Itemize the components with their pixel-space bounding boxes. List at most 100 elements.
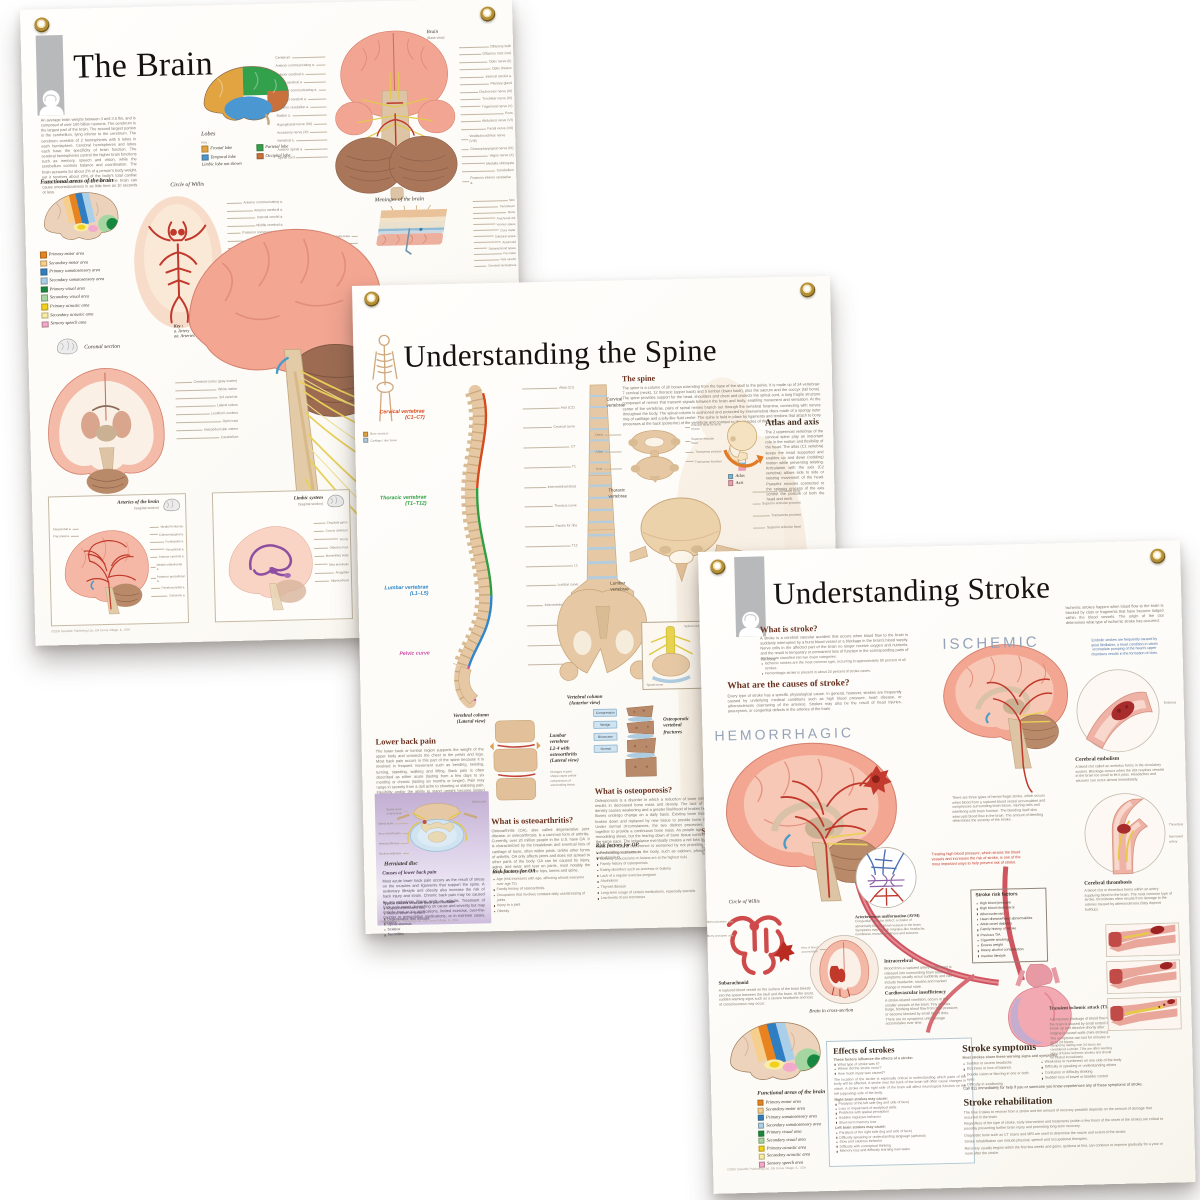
hemorrhagic-brain-illustration — [725, 742, 897, 902]
cardio-text: A stroke-related condition; occurs in th… — [884, 997, 959, 1026]
cross-section-pointer: Area of blood accumulation — [792, 945, 826, 954]
effects-right-list: Paralysis of the left side (leg and side… — [834, 1099, 967, 1125]
copyright: ©2005 Scientific Publishing Ltd., Elk Gr… — [727, 1165, 806, 1172]
fracture-type-chip: Compression — [592, 708, 618, 718]
anatomy-label: Pericallosal a. — [150, 547, 184, 552]
anatomy-label: Internal carotid a. — [227, 215, 283, 221]
grommet-icon — [480, 6, 496, 22]
anatomy-label: Dens — [595, 432, 622, 437]
osteo-fractures-label: Osteoporotic vertebral fractures — [663, 717, 690, 736]
meninges-illustration — [376, 204, 448, 255]
heart-illustration — [1008, 963, 1072, 1047]
anatomy-label: Trochlear nerve (IV) — [460, 96, 512, 102]
brain-icon — [44, 94, 57, 102]
ischemic-text: Ischem­ic strokes happen when blood flow… — [1065, 602, 1164, 626]
grommet-icon — [710, 559, 726, 575]
anatomy-label: Axis — [596, 466, 622, 471]
anatomy-label: Transverse process — [685, 450, 722, 455]
thoracic-label: Thoracic vertebrae (T1–T12) — [379, 494, 427, 508]
circle-of-willis-aneurysm-illustration — [726, 915, 795, 976]
key-item: Cartilage / disc tissue — [363, 437, 415, 444]
arteries-right-labels: Medial frontal aa.Callosomarginal a.Fron… — [149, 524, 186, 598]
anatomy-label: Superior articular facet — [685, 436, 721, 445]
thrombosis-text: A blood clot or thrombus forms within an… — [1084, 886, 1172, 912]
arteries-left-labels: Paracentral a. Precuneal a. — [53, 527, 79, 539]
anatomy-label: Transverse process — [752, 513, 801, 519]
anatomy-label: Abducens nerve (VI) — [460, 118, 513, 124]
osteoarthritis-title: What is osteoarthritis? — [491, 815, 574, 827]
limbic-box-title: Limbic system (Sagittal section) — [293, 495, 324, 507]
cross-section-caption: Brain in cross-section — [809, 1008, 854, 1015]
anatomy-label: Cerebellum — [462, 168, 514, 174]
arteries-box: Arteries of the brain (Sagittal section)… — [47, 493, 190, 627]
oa-caption-note: Changes in joint shape cause partial com… — [550, 769, 577, 787]
vertebral-column-lateral-illustration — [453, 384, 493, 709]
anatomy-label: Paracentral a. — [53, 527, 79, 532]
what-is-stroke-title: What is stroke? — [759, 623, 818, 635]
causes-title: What are the causes of stroke? — [727, 678, 850, 692]
lobe-key-item: Occipital lobe — [256, 152, 312, 160]
osteoarthritis-text: Osteoarthritis (OA), also called degener… — [491, 826, 591, 875]
lobe-key-item: Parietal lobe — [256, 143, 311, 151]
artery-stage-1-illustration — [1105, 922, 1180, 958]
thrombus-label: Thrombus — [1168, 822, 1184, 827]
embolism-title: Cerebral embolism — [1075, 755, 1120, 763]
arteries-sagittal-illustration — [64, 530, 149, 615]
anatomy-label: Pituitary gland — [459, 81, 512, 87]
ischemic-brain-illustration — [943, 644, 1069, 793]
lobes-title: Lobes — [201, 131, 216, 138]
effects-of-strokes-box: Effects of strokes These factors influen… — [825, 1037, 976, 1167]
stroke-categories: Ischemic strokes are the most common typ… — [761, 658, 909, 677]
risk-item: Inactive lifestyle — [977, 952, 1043, 959]
anatomy-label: Frontopolar a. — [150, 539, 184, 544]
anatomy-label: Spinal cord — [471, 799, 486, 804]
cerebral-embolism-illustration — [1076, 669, 1160, 753]
lumbar-label: Lumbar vertebrae (L1–L5) — [384, 584, 429, 598]
limbic-illustration — [228, 526, 313, 611]
spinal-cord-inset: Spinal cord Spinal nerve — [641, 620, 703, 691]
anatomy-label: Corpus callosum — [313, 528, 348, 533]
anatomy-label: Mammillary body — [314, 554, 348, 559]
artery-stage-2-illustration — [1106, 959, 1181, 995]
hemorrhagic-label: HEMORRHAGIC — [714, 724, 855, 744]
anatomy-label: Spinal nerve — [646, 682, 664, 687]
anatomy-label: Optic nerve (II) — [459, 59, 511, 65]
anatomy-label: Articular facet for dens of axis — [685, 422, 721, 431]
arteries-box-title: Arteries of the brain (Sagittal section) — [117, 499, 160, 511]
anatomy-label: Vertebral body — [752, 489, 800, 495]
poster-title: Understanding Stroke — [772, 569, 1051, 612]
anatomy-label: Anterior cerebral a. — [226, 207, 283, 213]
skeleton-icon — [372, 334, 398, 422]
effects-questions: What type of stroke was it?Where did the… — [834, 1059, 966, 1076]
anatomy-label: Burst aneurysm — [707, 919, 734, 924]
anatomy-label: Posterior inferior cerebellar a. — [462, 175, 514, 186]
brain-icon — [744, 613, 757, 622]
grommet-icon — [34, 17, 50, 33]
key-item: Bone structure — [363, 431, 415, 437]
symptom-item: Sudden loss of bowel or bladder control — [1041, 1074, 1133, 1081]
anatomy-label: Superior articular facet — [753, 524, 801, 530]
lower-back-pain-title: Lower back pain — [375, 736, 436, 747]
anatomy-label: Parietooccipital a. — [151, 586, 185, 591]
anatomy-label: Stria terminalis — [314, 562, 349, 567]
skull-rotation-illustration — [723, 420, 764, 471]
atlas-axis-title: Atlas and axis — [764, 416, 820, 428]
publisher-logo — [35, 34, 65, 116]
circle-of-willis-label: Circle of Willis — [728, 898, 760, 906]
narrowed-artery-label: Narrowed artery — [1169, 834, 1183, 844]
anatomy-label: Amygdala — [314, 570, 349, 575]
anatomy-label: Precuneal a. — [53, 534, 79, 539]
functional-areas-brain-illustration — [43, 191, 119, 241]
anatomy-label: Olfactory tract — [314, 545, 348, 550]
spinal-cord-illustration — [648, 626, 693, 684]
grommet-icon — [364, 291, 380, 307]
tia-text: A temporary blockage of blood flow to th… — [1049, 1016, 1113, 1045]
symptoms-col2: Weakness or numbness on one side of the … — [1041, 1058, 1134, 1082]
anatomy-label: Vestibulocochlear nerve (VIII) — [461, 133, 513, 144]
